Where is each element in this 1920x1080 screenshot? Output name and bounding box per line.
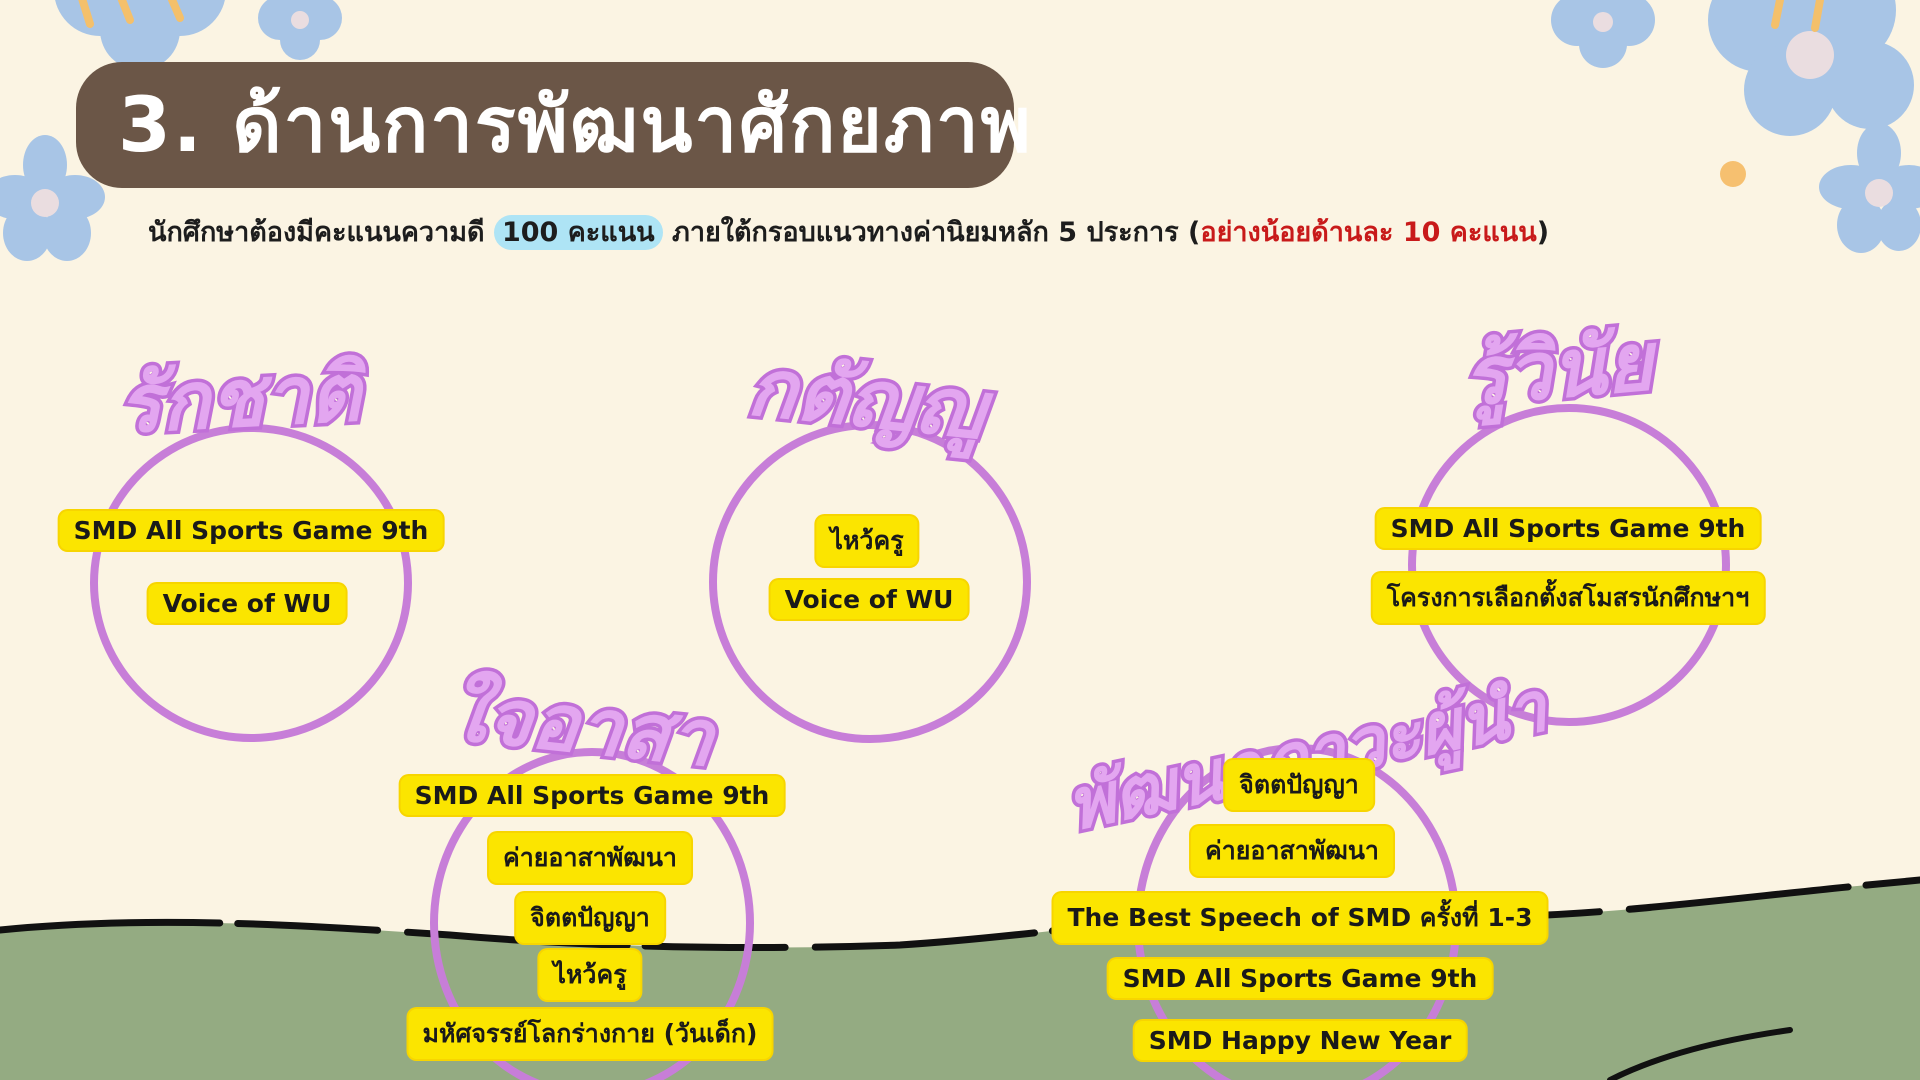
activity-tag: ค่ายอาสาพัฒนา <box>489 833 691 883</box>
activity-tag: ไหว้ครู <box>816 516 918 566</box>
hill-outline <box>0 876 1920 952</box>
activity-tag: ไหว้ครู <box>539 950 641 1000</box>
activity-tag: จิตตปัญญา <box>1225 760 1373 810</box>
activity-tag: The Best Speech of SMD ครั้งที่ 1-3 <box>1053 893 1547 943</box>
activity-tag: Voice of WU <box>148 584 346 623</box>
flower-icon <box>258 0 342 60</box>
activity-tag: SMD All Sports Game 9th <box>59 511 443 550</box>
subtitle: นักศึกษาต้องมีคะแนนความดี 100 คะแนน ภายใ… <box>148 210 1549 253</box>
value-circle-3 <box>1408 404 1730 726</box>
subtitle-after: ภายใต้กรอบแนวทางค่านิยมหลัก 5 ประการ ( <box>662 217 1201 248</box>
title-banner: 3. ด้านการพัฒนาศักยภาพ <box>76 62 1031 188</box>
value-heading-3: รู้วินัย <box>1456 310 1660 427</box>
activity-tag: โครงการเลือกตั้งสโมสรนักศึกษาฯ <box>1372 573 1764 623</box>
activity-tag: จิตตปัญญา <box>516 893 664 943</box>
flower-icon <box>55 0 225 70</box>
flower-icon <box>1551 0 1655 68</box>
activity-tag: ค่ายอาสาพัฒนา <box>1191 826 1393 876</box>
page-title: 3. ด้านการพัฒนาศักยภาพ <box>118 80 1033 169</box>
flower-icon <box>1819 123 1920 253</box>
activity-tag: Voice of WU <box>770 580 968 619</box>
activity-tag: SMD All Sports Game 9th <box>400 776 784 815</box>
subtitle-highlight: 100 คะแนน <box>493 215 663 250</box>
subtitle-red: อย่างน้อยด้านละ 10 คะแนน <box>1200 217 1537 248</box>
value-heading-1: รักชาติ <box>112 341 366 455</box>
activity-tag: มหัศจรรย์โลกร่างกาย (วันเด็ก) <box>408 1009 772 1059</box>
activity-tag: SMD Happy New Year <box>1134 1021 1466 1060</box>
activity-tag: SMD All Sports Game 9th <box>1108 959 1492 998</box>
flower-icon <box>0 135 105 261</box>
path-stroke <box>1607 1027 1793 1080</box>
activity-tag: SMD All Sports Game 9th <box>1376 509 1760 548</box>
value-circle-1 <box>90 424 412 742</box>
value-circle-2 <box>709 421 1031 743</box>
subtitle-before: นักศึกษาต้องมีคะแนนความดี <box>148 217 494 248</box>
flower-icon <box>1708 0 1914 136</box>
subtitle-end: ) <box>1536 217 1550 248</box>
value-heading-2: กตัญญู <box>740 335 992 460</box>
dot-icon <box>1720 161 1746 187</box>
value-circle-4 <box>430 748 754 1080</box>
